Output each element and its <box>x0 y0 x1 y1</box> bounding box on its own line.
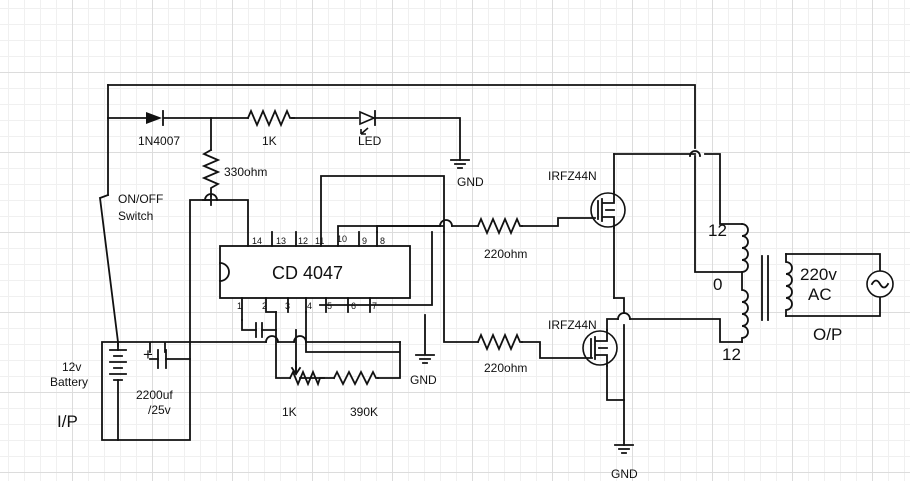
pin-8: 8 <box>380 236 385 246</box>
label-battery-1: 12v <box>62 360 81 374</box>
label-output: O/P <box>813 325 842 344</box>
label-mosfet-bottom: IRFZ44N <box>548 318 597 332</box>
pin-7: 7 <box>372 301 377 311</box>
label-switch-1: ON/OFF <box>118 192 163 206</box>
transformer-secondary <box>785 253 881 317</box>
label-pot-1k: 1K <box>282 405 297 419</box>
gate-top-wire <box>376 217 596 233</box>
ic-top-pins <box>189 175 445 343</box>
label-1n4007: 1N4007 <box>138 134 180 148</box>
pin-10: 10 <box>337 234 347 244</box>
gate-bottom-wire <box>443 231 593 359</box>
gnd-mosfet <box>614 444 634 454</box>
label-390k: 390K <box>350 405 378 419</box>
led <box>359 110 377 135</box>
resistor-390k <box>332 369 379 387</box>
resistor-220-bottom <box>476 332 523 352</box>
label-tap-center: 0 <box>713 275 722 294</box>
label-tap-top: 12 <box>708 221 727 240</box>
pin-14: 14 <box>252 236 262 246</box>
timing-network-wire <box>275 311 401 379</box>
label-ic: CD 4047 <box>272 263 343 283</box>
gnd-ic <box>415 314 435 364</box>
label-mosfet-top: IRFZ44N <box>548 169 597 183</box>
ic-cd4047-body <box>219 245 411 299</box>
label-220-top: 220ohm <box>484 247 527 261</box>
label-output-voltage: 220v <box>800 265 837 284</box>
label-output-ac: AC <box>808 285 832 304</box>
diode-line-wire <box>107 117 461 161</box>
transformer-primary <box>741 223 749 343</box>
pin-3: 3 <box>285 301 290 311</box>
mosfet-bottom <box>582 329 618 367</box>
label-330ohm: 330ohm <box>224 165 267 179</box>
label-led: LED <box>358 134 382 148</box>
ic-bottom-pins <box>241 231 433 321</box>
mosfet-drain-wires <box>606 153 743 401</box>
pin-2: 2 <box>262 301 267 311</box>
label-cap-2: /25v <box>148 403 171 417</box>
label-cap-1: 2200uf <box>136 388 173 402</box>
battery-12v <box>109 341 127 441</box>
pin-4: 4 <box>307 301 312 311</box>
label-battery-2: Battery <box>50 375 88 389</box>
label-input: I/P <box>57 412 78 431</box>
pot-wiper <box>290 361 302 376</box>
transformer-core <box>761 255 769 321</box>
on-off-switch <box>98 193 120 344</box>
mosfet-bottom-source <box>606 365 625 446</box>
pin-9: 9 <box>362 236 367 246</box>
potentiometer-1k <box>288 369 325 387</box>
pin-1: 1 <box>237 301 242 311</box>
pin-5: 5 <box>327 301 332 311</box>
label-gnd-led: GND <box>457 175 484 189</box>
wire-330-down <box>202 117 212 206</box>
pin-12: 12 <box>298 236 308 246</box>
capacitor-2200uf <box>149 349 191 369</box>
resistor-1k-top <box>246 108 295 128</box>
label-gnd-mosfet: GND <box>611 467 638 481</box>
label-220-bottom: 220ohm <box>484 361 527 375</box>
ac-output-source-icon <box>866 270 894 298</box>
label-tap-bottom: 12 <box>722 345 741 364</box>
pin-13: 13 <box>276 236 286 246</box>
timing-capacitor <box>241 311 277 338</box>
label-1k-top: 1K <box>262 134 277 148</box>
top-rail-wire <box>107 84 743 273</box>
gnd-led <box>450 159 470 169</box>
ic-notch <box>219 262 230 282</box>
pin-6: 6 <box>351 301 356 311</box>
mosfet-top <box>590 153 626 299</box>
pin-11: 11 <box>315 236 324 246</box>
resistor-330ohm <box>201 148 221 197</box>
cap-plus-sign: + <box>143 345 153 364</box>
diode-1n4007 <box>146 110 164 126</box>
label-gnd-ic: GND <box>410 373 437 387</box>
resistor-220-top <box>476 216 523 236</box>
label-switch-2: Switch <box>118 209 153 223</box>
